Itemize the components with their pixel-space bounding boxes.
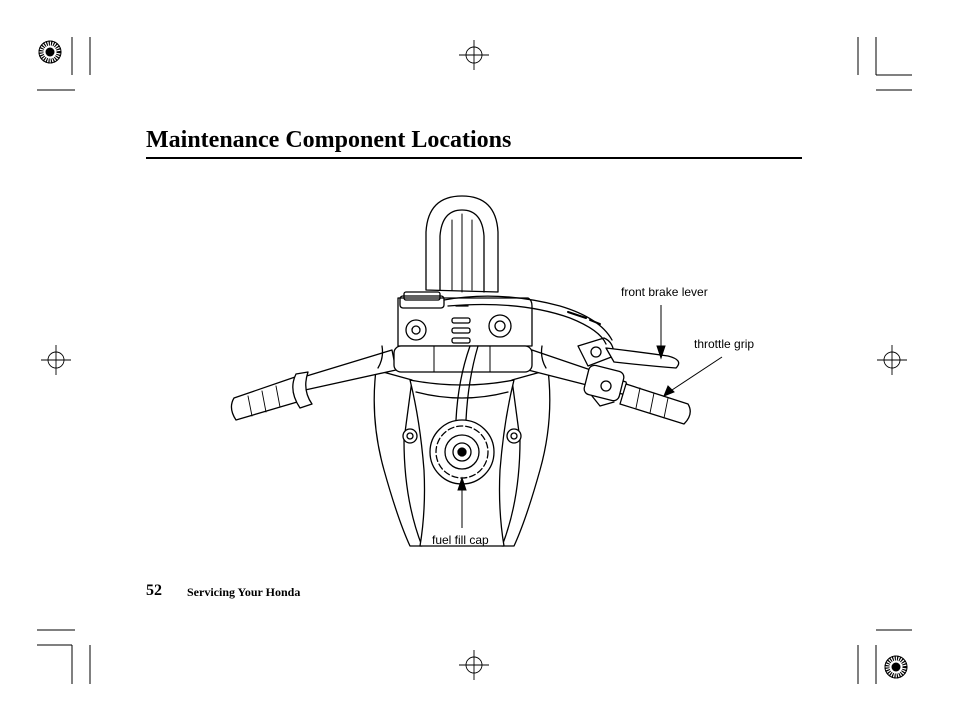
throttle-housing — [583, 364, 625, 407]
page-title: Maintenance Component Locations — [146, 127, 512, 153]
right-shroud — [501, 369, 551, 547]
title-rule — [146, 157, 802, 159]
fuel-fill-cap — [429, 419, 495, 485]
section-name: Servicing Your Honda — [187, 585, 301, 599]
right-grip — [619, 383, 691, 425]
left-grip — [230, 371, 313, 421]
callout-throttle-grip: throttle grip — [694, 337, 755, 351]
page-number: 52 — [146, 582, 162, 599]
callout-front-brake-lever: front brake lever — [621, 285, 708, 299]
callout-fuel-fill-cap: fuel fill cap — [432, 533, 489, 547]
crop-lines — [37, 37, 912, 684]
left-shroud — [373, 369, 423, 547]
front-brake-lever-part — [605, 347, 680, 369]
